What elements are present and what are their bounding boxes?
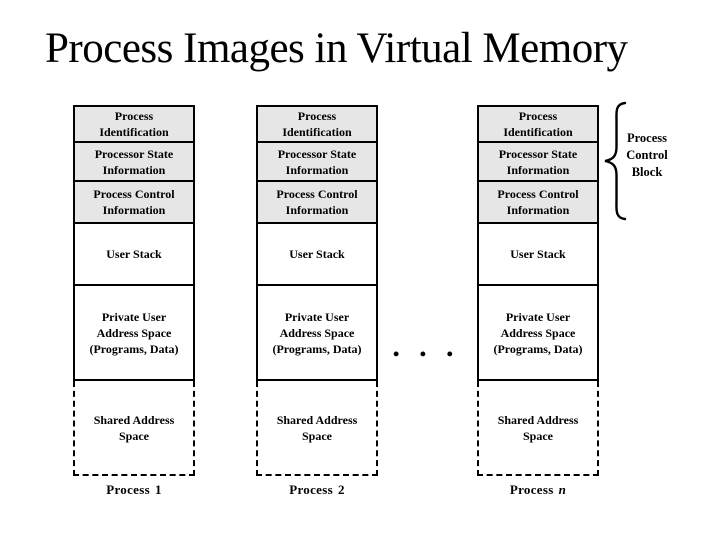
section-shared-address-space: Shared Address Space [73,381,195,476]
section-line: User Stack [106,247,162,261]
section-line: User Stack [510,247,566,261]
section-line: Identification [503,125,573,139]
section-processor-state-information: Processor State Information [477,141,599,182]
section-process-control-information: Process Control Information [256,180,378,224]
section-user-stack: User Stack [73,222,195,286]
section-process-identification: Process Identification [477,105,599,143]
section-line: Space [302,428,332,443]
section-line: Private User [505,309,571,324]
section-line: Information [102,162,166,177]
section-line: Information [102,203,166,217]
section-line: Process [518,109,558,123]
section-private-user-address-space: Private User Address Space (Programs, Da… [477,284,599,381]
section-line: Information [285,162,349,177]
section-line: Processor State [277,146,357,161]
process-control-block-label: Process Control Block [619,130,675,181]
brace-icon [604,101,627,221]
process-image-column-1: Process Identification Processor State I… [73,105,195,505]
section-line: Shared Address [93,412,175,427]
section-shared-address-space: Shared Address Space [477,381,599,476]
section-line: Information [506,203,570,217]
section-process-control-information: Process Control Information [73,180,195,224]
section-shared-address-space: Shared Address Space [256,381,378,476]
section-user-stack: User Stack [477,222,599,286]
slide-title: Process Images in Virtual Memory [45,25,628,72]
section-line: Process [297,109,337,123]
section-process-identification: Process Identification [73,105,195,143]
section-line: Process [114,109,154,123]
brace-label-line: Block [631,165,663,179]
section-line: Address Space [500,325,576,340]
section-line: Process Control [276,187,358,201]
process-image-column-n: Process Identification Processor State I… [477,105,599,505]
ellipsis-dots: • • • [393,344,453,364]
section-private-user-address-space: Private User Address Space (Programs, Da… [256,284,378,381]
section-line: Space [119,428,149,443]
section-processor-state-information: Processor State Information [73,141,195,182]
section-process-control-information: Process Control Information [477,180,599,224]
process-image-column-2: Process Identification Processor State I… [256,105,378,505]
section-line: Address Space [279,325,355,340]
brace-label-line: Control [626,148,668,162]
section-line: Shared Address [276,412,358,427]
section-line: Space [523,428,553,443]
section-process-identification: Process Identification [256,105,378,143]
section-line: Address Space [96,325,172,340]
section-line: Private User [284,309,350,324]
section-line: Processor State [498,146,578,161]
section-line: Information [506,162,570,177]
section-private-user-address-space: Private User Address Space (Programs, Da… [73,284,195,381]
section-user-stack: User Stack [256,222,378,286]
section-line: Identification [282,125,352,139]
section-line: Information [285,203,349,217]
section-line: Identification [99,125,169,139]
section-line: Shared Address [497,412,579,427]
section-line: Private User [101,309,167,324]
section-processor-state-information: Processor State Information [256,141,378,182]
section-line: (Programs, Data) [493,341,583,356]
section-line: Process Control [497,187,579,201]
brace-label-line: Process [626,131,668,145]
section-line: (Programs, Data) [89,341,179,356]
section-line: Processor State [94,146,174,161]
section-line: Process Control [93,187,175,201]
section-line: User Stack [289,247,345,261]
section-line: (Programs, Data) [272,341,362,356]
